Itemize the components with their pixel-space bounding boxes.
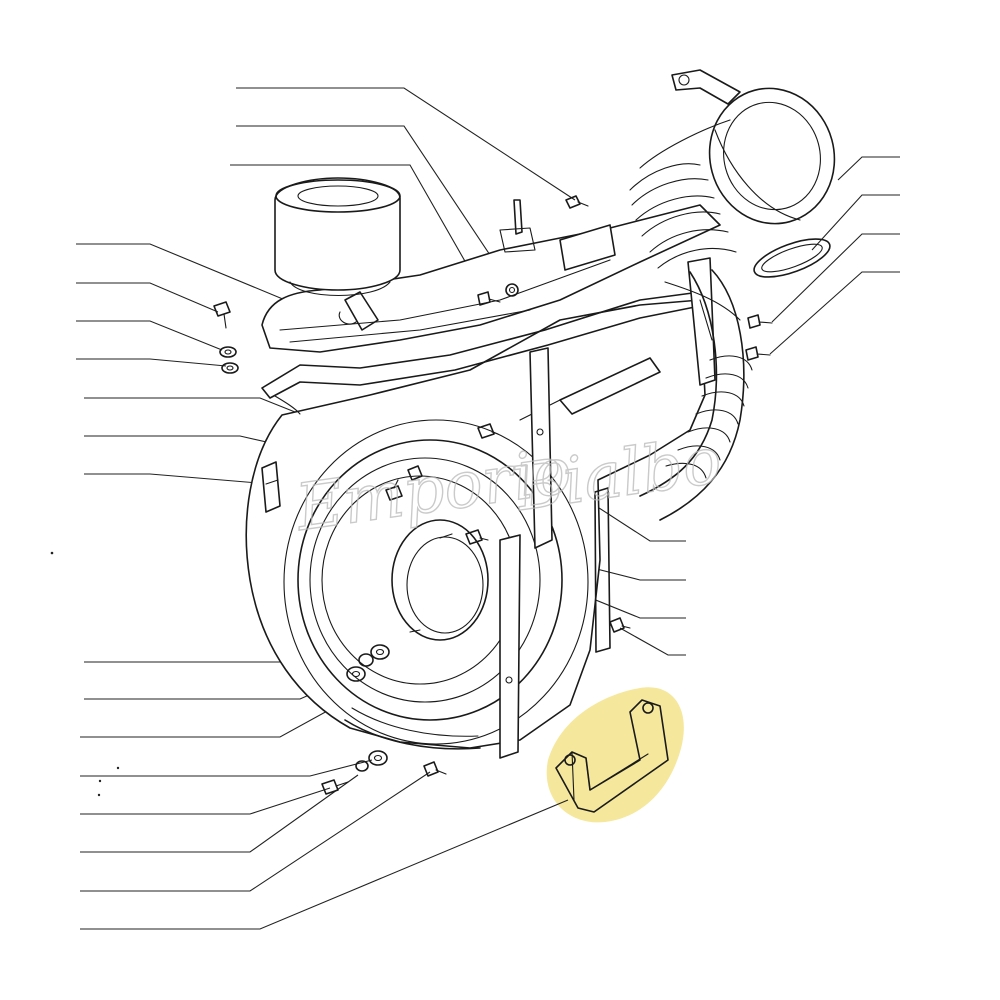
washer-housing-1 [358, 653, 374, 667]
nut-housing-1 [370, 644, 390, 660]
nut-lower-1 [368, 750, 388, 766]
leader-line-15 [80, 787, 331, 815]
bolt-housing-right [609, 617, 631, 633]
highlight-area [546, 687, 684, 823]
flexible-hose [629, 69, 836, 521]
vertical-strap [499, 347, 611, 759]
nut-housing-2 [346, 666, 366, 682]
bolt-right-2 [745, 346, 771, 361]
bolt-housing-2 [465, 529, 489, 545]
leader-line-3 [230, 164, 487, 299]
mounting-bracket[interactable] [555, 699, 669, 813]
nut-upper-duct [505, 283, 519, 297]
leader-line-2 [236, 125, 513, 289]
leader-line-8 [84, 397, 301, 415]
leader-line-16 [80, 774, 359, 853]
leader-line-6 [76, 320, 223, 351]
scan-dots [50, 551, 120, 797]
bolt-lower-2 [423, 761, 447, 777]
stud-housing-2 [385, 479, 403, 501]
leader-line-19 [837, 156, 900, 181]
leader-line-22 [769, 271, 900, 355]
leader-line-14 [80, 759, 373, 777]
washer-lower-1 [355, 760, 369, 772]
leader-line-20 [811, 194, 900, 251]
leader-line-17 [80, 771, 431, 892]
left-tab [261, 461, 281, 513]
leader-line-1 [236, 87, 576, 201]
fasteners [213, 195, 773, 795]
leader-line-18 [80, 799, 569, 930]
bolt-housing-1 [477, 423, 499, 439]
leader-line-4 [76, 243, 291, 303]
leader-line-5 [76, 282, 219, 313]
bolt-top [565, 195, 589, 209]
nut-left-1 [221, 362, 239, 374]
bolt-upper-duct [477, 291, 501, 306]
bolt-lower-1 [321, 779, 349, 795]
slot-housing-1 [409, 533, 453, 633]
bolt-right-1 [747, 314, 773, 329]
leader-line-26 [619, 627, 686, 656]
leader-line-21 [771, 233, 900, 323]
stud-housing-1 [407, 465, 423, 481]
bolt-left-1 [213, 301, 231, 329]
leader-line-7 [76, 358, 227, 367]
side-plate [687, 257, 716, 386]
fan-housing [245, 291, 706, 750]
upper-duct [261, 177, 721, 353]
washer-left-1 [219, 346, 237, 358]
